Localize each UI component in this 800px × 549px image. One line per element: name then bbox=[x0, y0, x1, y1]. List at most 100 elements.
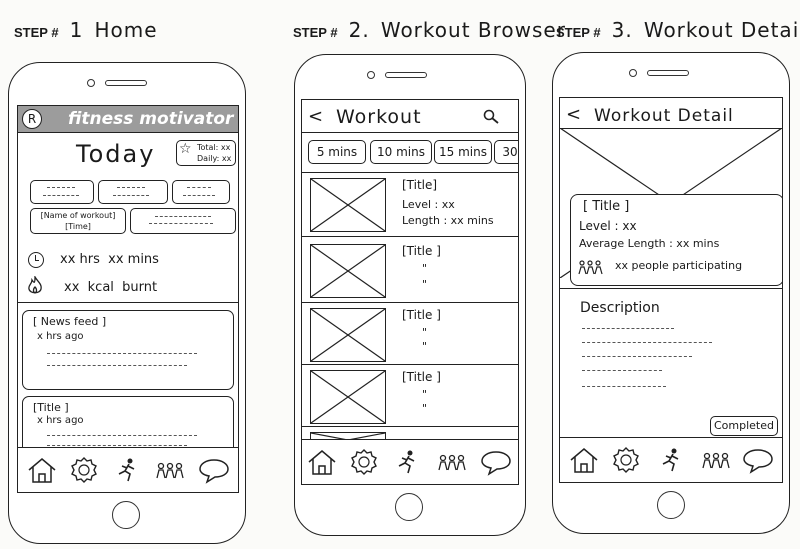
card-level: Level : xx bbox=[579, 219, 637, 233]
summary-box-3[interactable] bbox=[172, 180, 230, 204]
item-title: [Title ] bbox=[402, 370, 441, 384]
star-icon: ☆ bbox=[179, 141, 192, 157]
detail-screen: < Workout Detail [ Title ] Level : xx Av… bbox=[559, 97, 783, 483]
workout-list: [Title] Level : xx Length : xx mins [Tit… bbox=[302, 172, 518, 448]
speaker-grille bbox=[647, 70, 689, 76]
chat-bubble-icon[interactable] bbox=[742, 446, 774, 474]
people-icon bbox=[577, 259, 603, 275]
workout-name-box[interactable]: [Name of workout] [Time] bbox=[30, 208, 126, 234]
camera-icon bbox=[629, 69, 637, 77]
speaker-grille bbox=[105, 80, 147, 86]
chat-bubble-icon[interactable] bbox=[198, 456, 230, 484]
participants-count: xx people participating bbox=[615, 259, 743, 272]
filter-chip[interactable]: 15 mins bbox=[434, 140, 492, 164]
filter-chip[interactable]: 5 mins bbox=[308, 140, 366, 164]
thumbnail-placeholder bbox=[310, 370, 386, 424]
kcal-stat: xx kcal burnt bbox=[64, 280, 158, 295]
group-icon[interactable] bbox=[436, 448, 468, 476]
list-item[interactable]: [Title ] " " bbox=[302, 304, 518, 365]
fire-icon bbox=[26, 274, 44, 296]
camera-icon bbox=[367, 71, 375, 79]
back-button[interactable]: < bbox=[308, 106, 324, 127]
search-icon[interactable] bbox=[482, 108, 500, 126]
running-person-icon[interactable] bbox=[112, 456, 144, 484]
clock-icon bbox=[28, 252, 44, 268]
detail-header-title: Workout Detail bbox=[594, 106, 734, 126]
item-title: [Title ] bbox=[402, 308, 441, 322]
home-icon[interactable] bbox=[306, 448, 338, 476]
news-feed-card[interactable]: [ News feed ] x hrs ago bbox=[22, 310, 234, 390]
step-1-title: STEP # 1 Home bbox=[14, 18, 158, 42]
workout-info-card: [ Title ] Level : xx Average Length : xx… bbox=[570, 194, 782, 286]
description-heading: Description bbox=[580, 300, 660, 316]
item-title: [Title ] bbox=[402, 244, 441, 258]
badge-icon[interactable] bbox=[68, 456, 100, 484]
item-length: Length : xx mins bbox=[402, 214, 494, 227]
feed-time: x hrs ago bbox=[37, 331, 84, 342]
stats-badge[interactable]: ☆ Total: xx Daily: xx bbox=[176, 140, 236, 166]
home-hardware-button[interactable] bbox=[395, 493, 423, 521]
filter-chip-row: 5 mins 10 mins 15 mins 30 bbox=[302, 140, 518, 166]
filter-chip[interactable]: 30 bbox=[494, 140, 518, 164]
list-item[interactable]: [Title ] " " bbox=[302, 366, 518, 427]
running-person-icon[interactable] bbox=[392, 448, 424, 476]
feed-time: x hrs ago bbox=[37, 415, 84, 426]
camera-icon bbox=[87, 79, 95, 87]
workout-name: [Name of workout] bbox=[40, 211, 116, 220]
workout-extra-box[interactable] bbox=[130, 208, 236, 234]
item-length: " bbox=[422, 340, 428, 353]
daily-count: Daily: xx bbox=[197, 154, 232, 163]
speaker-grille bbox=[385, 72, 427, 78]
list-item[interactable]: [Title ] " " bbox=[302, 238, 518, 303]
phone-home: R fitness motivator Today ☆ Total: xx Da… bbox=[8, 62, 246, 544]
step-3-title: STEP # 3. Workout Detail bbox=[556, 18, 800, 42]
time-stat: xx hrs xx mins bbox=[60, 252, 159, 267]
logo-letter: R bbox=[27, 112, 37, 126]
browser-header-title: Workout bbox=[336, 106, 422, 128]
item-length: " bbox=[422, 278, 428, 291]
thumbnail-placeholder bbox=[310, 244, 386, 298]
badge-icon[interactable] bbox=[348, 448, 380, 476]
list-item[interactable]: [Title] Level : xx Length : xx mins bbox=[302, 172, 518, 237]
item-title: [Title] bbox=[402, 178, 438, 192]
tab-bar bbox=[18, 447, 238, 492]
home-hardware-button[interactable] bbox=[657, 491, 685, 519]
phone-detail: < Workout Detail [ Title ] Level : xx Av… bbox=[552, 52, 790, 534]
tab-bar bbox=[560, 437, 782, 482]
phone-browser: < Workout 5 mins 10 mins 15 mins 30 [Tit… bbox=[294, 54, 526, 536]
filter-chip[interactable]: 10 mins bbox=[370, 140, 432, 164]
summary-box-1[interactable] bbox=[30, 180, 94, 204]
back-button[interactable]: < bbox=[566, 104, 582, 125]
thumbnail-placeholder bbox=[310, 178, 386, 232]
completed-button[interactable]: Completed bbox=[710, 416, 778, 436]
home-icon[interactable] bbox=[568, 446, 600, 474]
today-heading: Today bbox=[76, 140, 156, 168]
total-count: Total: xx bbox=[197, 143, 231, 152]
tab-bar bbox=[302, 439, 518, 484]
group-icon[interactable] bbox=[700, 446, 732, 474]
feed-title: [ News feed ] bbox=[33, 315, 107, 328]
item-level: Level : xx bbox=[402, 198, 455, 211]
home-hardware-button[interactable] bbox=[112, 501, 140, 529]
summary-box-2[interactable] bbox=[98, 180, 168, 204]
app-title: fitness motivator bbox=[68, 109, 234, 129]
item-length: " bbox=[422, 402, 428, 415]
workout-time: [Time] bbox=[65, 222, 91, 231]
group-icon[interactable] bbox=[154, 456, 186, 484]
thumbnail-placeholder bbox=[310, 308, 386, 362]
step-2-title: STEP # 2. Workout Browser bbox=[293, 18, 566, 42]
item-level: " bbox=[422, 262, 428, 275]
item-level: " bbox=[422, 326, 428, 339]
app-logo[interactable]: R bbox=[22, 109, 42, 129]
card-avg-length: Average Length : xx mins bbox=[579, 237, 720, 250]
browser-screen: < Workout 5 mins 10 mins 15 mins 30 [Tit… bbox=[301, 99, 519, 485]
app-header: R fitness motivator bbox=[18, 106, 238, 133]
chat-bubble-icon[interactable] bbox=[480, 448, 512, 476]
item-level: " bbox=[422, 388, 428, 401]
home-screen: R fitness motivator Today ☆ Total: xx Da… bbox=[17, 105, 239, 493]
card-title: [ Title ] bbox=[583, 199, 630, 214]
feed-title: [Title ] bbox=[33, 401, 69, 414]
badge-icon[interactable] bbox=[610, 446, 642, 474]
home-icon[interactable] bbox=[26, 456, 58, 484]
running-person-icon[interactable] bbox=[656, 446, 688, 474]
